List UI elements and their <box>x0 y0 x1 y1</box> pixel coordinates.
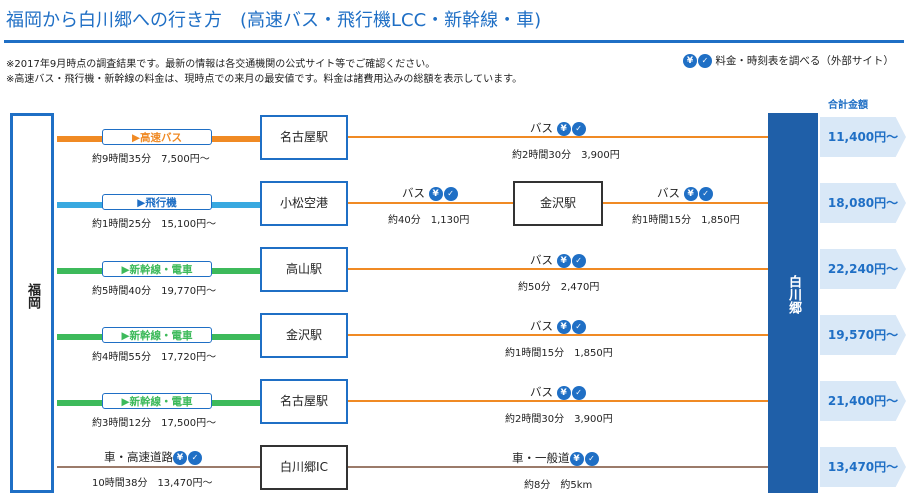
mode-label-car[interactable]: 車・高速道路¥✓ <box>104 449 202 465</box>
station-box: 金沢駅 <box>260 313 348 358</box>
origin-label: 福岡 <box>25 283 40 309</box>
external-link-label: 料金・時刻表を調べる（外部サイト） <box>715 55 894 67</box>
mode-detail: 約9時間35分 7,500円〜 <box>92 154 210 165</box>
chevron-down-icon[interactable]: ✓ <box>698 186 713 201</box>
segment-label[interactable]: 車・一般道¥✓ <box>512 450 599 466</box>
yen-icon[interactable]: ¥ <box>556 385 571 400</box>
page-title: 福岡から白川郷への行き方 (高速バス・飛行機LCC・新幹線・車) <box>6 10 542 31</box>
chevron-down-icon[interactable]: ✓ <box>571 319 586 334</box>
total-price: 19,570円〜 <box>820 315 906 355</box>
total-price: 11,400円〜 <box>820 117 906 157</box>
route-line-car <box>57 466 260 468</box>
total-price: 21,400円〜 <box>820 381 906 421</box>
mode-detail: 約4時間55分 17,720円〜 <box>92 352 217 363</box>
segment-detail: 約50分 2,470円 <box>518 282 600 293</box>
station-box: 高山駅 <box>260 247 348 292</box>
segment-mode: バス <box>657 186 680 200</box>
total-price: 22,240円〜 <box>820 249 906 289</box>
segment-label[interactable]: バス ¥✓ <box>530 318 586 334</box>
segment-detail: 約8分 約5km <box>524 480 593 491</box>
bus-segment-line <box>348 268 768 270</box>
bus-segment-line <box>348 136 768 138</box>
mode-button-shinkansen[interactable]: ▶新幹線・電車 <box>102 327 212 343</box>
yen-icon[interactable]: ¥ <box>556 121 571 136</box>
mode-detail: 約1時間25分 15,100円〜 <box>92 219 217 230</box>
segment-mode: バス <box>530 121 553 135</box>
mode-button-highway-bus[interactable]: ▶高速バス <box>102 129 212 145</box>
mode-button-shinkansen[interactable]: ▶新幹線・電車 <box>102 393 212 409</box>
segment-label[interactable]: バス ¥✓ <box>530 120 586 136</box>
total-price-heading: 合計金額 <box>828 100 868 111</box>
yen-icon[interactable]: ¥ <box>683 186 698 201</box>
station-box: 小松空港 <box>260 181 348 226</box>
destination-column <box>768 113 818 493</box>
title-divider <box>4 40 904 43</box>
chevron-down-icon[interactable]: ✓ <box>584 451 599 466</box>
station-box: 名古屋駅 <box>260 379 348 424</box>
station-box: 名古屋駅 <box>260 115 348 160</box>
total-price: 13,470円〜 <box>820 447 906 487</box>
segment-detail: 約1時間15分 1,850円 <box>505 348 613 359</box>
chevron-down-icon[interactable]: ✓ <box>571 385 586 400</box>
segment-detail: 約2時間30分 3,900円 <box>505 414 613 425</box>
destination-label: 白川郷 <box>786 275 801 314</box>
origin-column <box>10 113 54 493</box>
yen-icon[interactable]: ¥ <box>173 450 187 465</box>
mode-button-shinkansen[interactable]: ▶新幹線・電車 <box>102 261 212 277</box>
segment-mode: バス <box>530 385 553 399</box>
segment-mode: バス <box>530 253 553 267</box>
segment-label[interactable]: バス ¥✓ <box>402 185 458 201</box>
note-survey-date: ※2017年9月時点の調査結果です。最新の情報は各交通機関の公式サイト等でご確認… <box>6 59 436 70</box>
yen-icon: ¥ <box>683 54 697 68</box>
chevron-down-icon[interactable]: ✓ <box>188 450 202 465</box>
yen-icon[interactable]: ¥ <box>556 253 571 268</box>
segment-label[interactable]: バス ¥✓ <box>657 185 713 201</box>
yen-icon[interactable]: ¥ <box>556 319 571 334</box>
bus-segment-line <box>348 202 513 204</box>
chevron-down-icon: ✓ <box>698 54 712 68</box>
yen-icon[interactable]: ¥ <box>428 186 443 201</box>
mode-button-plane[interactable]: ▶飛行機 <box>102 194 212 210</box>
chevron-down-icon[interactable]: ✓ <box>443 186 458 201</box>
external-link-legend[interactable]: ¥✓ 料金・時刻表を調べる（外部サイト） <box>683 53 894 68</box>
bus-segment-line <box>603 202 768 204</box>
bus-segment-line <box>348 400 768 402</box>
bus-segment-line <box>348 334 768 336</box>
chevron-down-icon[interactable]: ✓ <box>571 121 586 136</box>
mode-detail: 10時間38分 13,470円〜 <box>92 478 213 489</box>
segment-detail: 約2時間30分 3,900円 <box>512 150 620 161</box>
segment-label[interactable]: バス ¥✓ <box>530 384 586 400</box>
mode-text: 車・高速道路 <box>104 450 173 464</box>
station-box: 金沢駅 <box>513 181 603 226</box>
note-price-info: ※高速バス・飛行機・新幹線の料金は、現時点での来月の最安値です。料金は諸費用込み… <box>6 74 523 85</box>
segment-label[interactable]: バス ¥✓ <box>530 252 586 268</box>
car-segment-line <box>348 466 768 468</box>
mode-detail: 約3時間12分 17,500円〜 <box>92 418 217 429</box>
total-price: 18,080円〜 <box>820 183 906 223</box>
segment-mode: バス <box>530 319 553 333</box>
segment-mode: バス <box>402 186 425 200</box>
segment-detail: 約1時間15分 1,850円 <box>632 215 740 226</box>
yen-icon[interactable]: ¥ <box>569 451 584 466</box>
station-box: 白川郷IC <box>260 445 348 490</box>
mode-detail: 約5時間40分 19,770円〜 <box>92 286 217 297</box>
segment-mode: 車・一般道 <box>512 451 570 465</box>
segment-detail: 約40分 1,130円 <box>388 215 470 226</box>
chevron-down-icon[interactable]: ✓ <box>571 253 586 268</box>
